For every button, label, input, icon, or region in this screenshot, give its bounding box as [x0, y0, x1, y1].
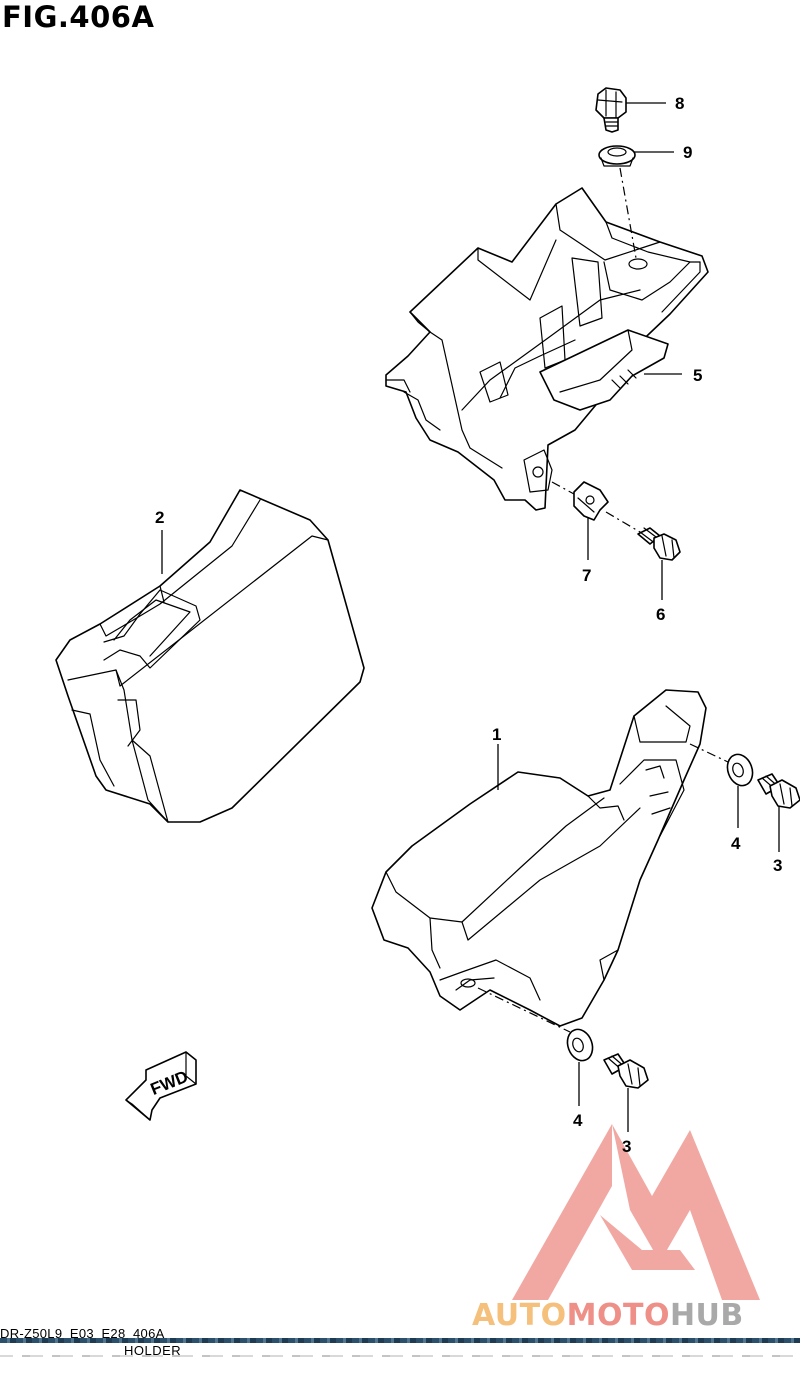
assembly-line-7a — [551, 481, 575, 495]
callout-3-right: 3 — [773, 856, 782, 875]
leader-lines — [161, 102, 780, 1132]
watermark-moto: MOTO — [566, 1298, 670, 1333]
assembly-line-7b — [605, 511, 641, 533]
assembly-line-4-right — [689, 743, 729, 763]
watermark-auto: AUTO — [472, 1298, 567, 1333]
part-6-bolt — [637, 527, 681, 561]
callout-4-right: 4 — [731, 834, 741, 853]
part-4-washer-right — [726, 753, 754, 787]
part-8-bolt — [595, 87, 627, 133]
callout-2: 2 — [155, 508, 164, 527]
part-4-washer-lower — [566, 1028, 594, 1062]
part-5-tray — [385, 187, 709, 511]
footer-scan-noise — [0, 1355, 800, 1357]
figure-title: FIG.406A — [2, 0, 155, 34]
part-2-cover — [55, 489, 365, 823]
assembly-line-9 — [619, 167, 637, 259]
callout-8: 8 — [675, 94, 684, 113]
part-3-bolt-lower — [603, 1053, 649, 1089]
part-7-clip — [573, 481, 609, 521]
callout-1: 1 — [492, 725, 501, 744]
footer-figure-code: DR-Z50L9_E03_E28_406A — [0, 1326, 165, 1341]
callouts: 8 9 5 7 6 2 1 4 3 4 3 — [155, 94, 782, 1156]
watermark-inner-stroke — [600, 1215, 695, 1270]
watermark-left-stroke — [512, 1124, 612, 1300]
part-9-grommet — [598, 145, 636, 167]
part-3-bolt-right — [757, 773, 800, 809]
callout-7: 7 — [582, 566, 591, 585]
footer-scan-band — [0, 1338, 800, 1343]
fwd-arrow: FWD — [125, 1051, 197, 1121]
footer-figure-name: HOLDER — [124, 1343, 182, 1358]
callout-6: 6 — [656, 605, 665, 624]
watermark-right-stroke — [612, 1124, 760, 1300]
assembly-line-4-lower — [477, 987, 571, 1033]
watermark-wordmark: AUTOMOTOHUB — [472, 1298, 744, 1333]
part-1-cover — [371, 689, 707, 1027]
watermark-logo — [512, 1124, 760, 1300]
callout-3-lower: 3 — [622, 1137, 631, 1156]
watermark-hub: HUB — [669, 1298, 744, 1333]
callout-4-lower: 4 — [573, 1111, 583, 1130]
callout-5: 5 — [693, 366, 702, 385]
callout-9: 9 — [683, 143, 692, 162]
